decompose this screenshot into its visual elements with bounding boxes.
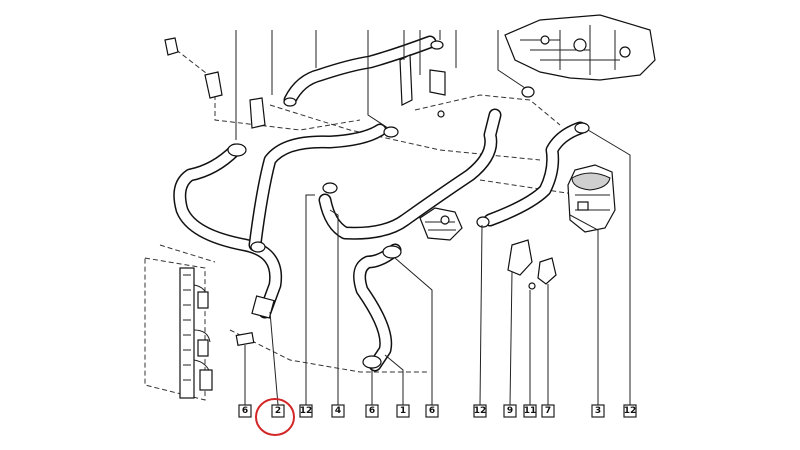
callout-1: 1 [396,404,410,418]
callout-11: 11 [523,404,537,418]
callout-label: 9 [507,406,513,416]
brackets [164,37,557,290]
callout-4: 4 [331,404,345,418]
callout-label: 6 [369,406,375,416]
callout-2: 2 [271,404,285,418]
callout-label: 1 [400,406,406,416]
hose-4 [318,108,502,240]
callout-9: 9 [503,404,517,418]
engine-block [504,14,656,81]
hose-2 [173,143,283,319]
callout-7: 7 [541,404,555,418]
hose-3 [483,121,587,227]
hose-upper [248,123,387,252]
callout-label: 6 [429,406,435,416]
radiator [144,244,216,401]
callout-12-a: 12 [299,404,313,418]
callout-label: 4 [335,406,341,416]
callout-12-c: 12 [623,404,637,418]
callout-3: 3 [591,404,605,418]
thermostat-housing [419,207,463,241]
callout-label: 7 [545,406,551,416]
callout-label: 12 [474,406,487,416]
hose-clamps [227,40,590,369]
callout-label: 12 [300,406,313,416]
callout-label: 2 [275,406,281,416]
hose-1 [353,243,402,372]
expansion-tank [567,164,616,233]
highlight-circle [255,398,295,436]
assembly-guidelines [169,44,581,373]
callout-label: 6 [242,406,248,416]
callout-12-b: 12 [473,404,487,418]
callout-label: 12 [624,406,637,416]
callout-label: 3 [595,406,601,416]
callout-6-mid: 6 [365,404,379,418]
hose-top [283,35,437,107]
callout-label: 11 [524,406,537,416]
callout-6-right: 6 [425,404,439,418]
callout-6-left: 6 [238,404,252,418]
leader-lines [235,30,631,406]
